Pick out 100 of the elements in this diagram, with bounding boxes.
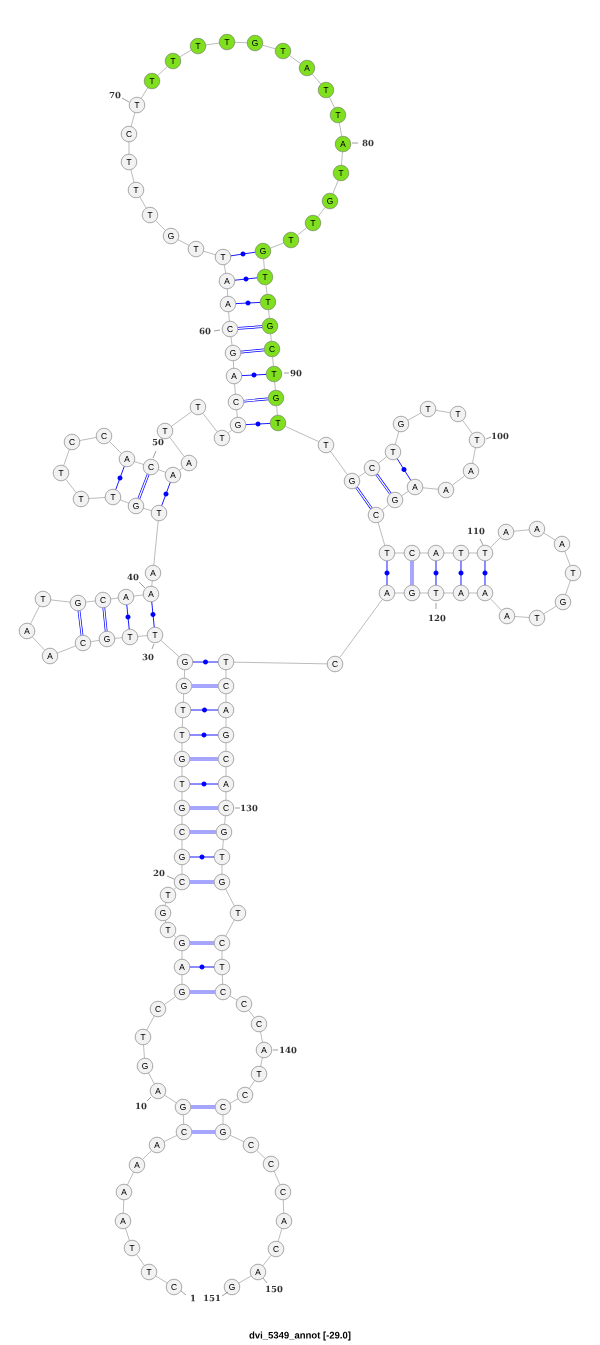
backbone-line [30,605,40,625]
backbone-line [85,600,96,603]
backbone-line [155,1275,168,1284]
backbone-line [63,449,70,466]
backbone-line [394,552,405,554]
backbone-line [443,592,454,594]
backbone-line [468,552,478,554]
backbone-line [236,409,238,418]
base-pair-line [433,560,439,586]
base-pair-line [189,732,219,738]
base-pair-line [384,560,390,586]
backbone-line [133,594,144,597]
backbone-line [225,919,235,937]
position-number: 40 [127,573,146,589]
backbone-line [285,426,319,442]
backbone-line [222,1114,224,1125]
base-pair-line [241,372,267,378]
backbone-line [181,839,183,850]
position-number: 150 [262,1277,283,1293]
backbone-line [88,497,106,499]
backbone-line [332,180,339,194]
base-pair-line [234,276,258,282]
backbone-line [262,1255,272,1266]
base-pair-line [77,610,84,636]
backbone-line [225,669,227,679]
backbone-line [382,504,389,511]
position-number: 70 [109,91,130,103]
backbone-line [311,73,321,85]
backbone-line [377,522,385,546]
backbone-line [205,42,220,46]
backbone-line [146,1015,155,1031]
base-pair-line [161,482,171,506]
base-pair-line [458,560,464,586]
backbone-line [394,592,405,594]
backbone-line [181,791,183,801]
base-pair-line [189,781,219,787]
position-number: 140 [272,1046,297,1054]
backbone-line [263,258,265,270]
backbone-line [227,288,228,297]
base-pair-line [245,421,271,427]
backbone-line [123,1199,124,1214]
position-number: 120 [429,602,446,622]
base-pair-line [125,604,131,630]
backbone-line [225,693,227,703]
backbone-line [297,227,307,236]
backbone-line [181,742,183,752]
position-number: 30 [142,643,155,661]
backbone-line [419,552,429,554]
base-pair-line [190,707,219,713]
backbone-line [452,475,465,486]
backbone-line [468,592,478,594]
backbone-line [272,356,274,367]
backbone-line [130,112,136,127]
backbone-line [234,383,236,395]
backbone-line [169,437,185,457]
backbone-line [141,87,148,99]
position-number: 20 [153,869,175,880]
base-pair-line [191,1130,216,1134]
backbone-line [181,766,183,777]
backbone-line [79,437,97,441]
backbone-line [221,864,223,875]
backbone-line [164,1095,177,1103]
backbone-line [173,935,177,938]
backbone-line [120,499,129,504]
backbone-line [224,815,226,825]
backbone-line [202,413,218,432]
backbone-line [136,1254,145,1266]
base-pair-line [482,560,488,586]
backbone-line [50,599,71,603]
backbone-line [490,537,501,548]
backbone-line [225,791,227,801]
base-pair-line [192,659,219,665]
base-pair-line [102,607,108,632]
backbone-line [143,508,152,511]
backbone-line [265,284,268,295]
backbone-line [233,360,234,369]
backbone-line [182,717,183,728]
base-pair-line [189,854,215,860]
backbone-line [234,42,248,43]
backbone-line [222,974,223,985]
base-pair-line [243,397,269,403]
position-number: 90 [283,369,302,377]
backbone-line [148,1072,155,1085]
backbone-line [158,469,166,473]
backbone-line [183,1114,184,1125]
backbone-line [330,451,348,475]
base-pair-line [191,684,219,688]
backbone-line [339,599,383,658]
backbone-line [179,49,192,58]
backbone-line [283,1199,284,1214]
backbone-line [181,815,183,825]
backbone-line [256,1150,266,1159]
backbone-line [57,645,76,654]
backbone-line [317,207,326,217]
backbone-line [203,251,216,255]
backbone-line [225,717,227,728]
backbone-line [181,950,183,960]
backbone-line [225,742,227,752]
position-number: 1 [180,1290,196,1302]
backbone-line [128,141,130,155]
